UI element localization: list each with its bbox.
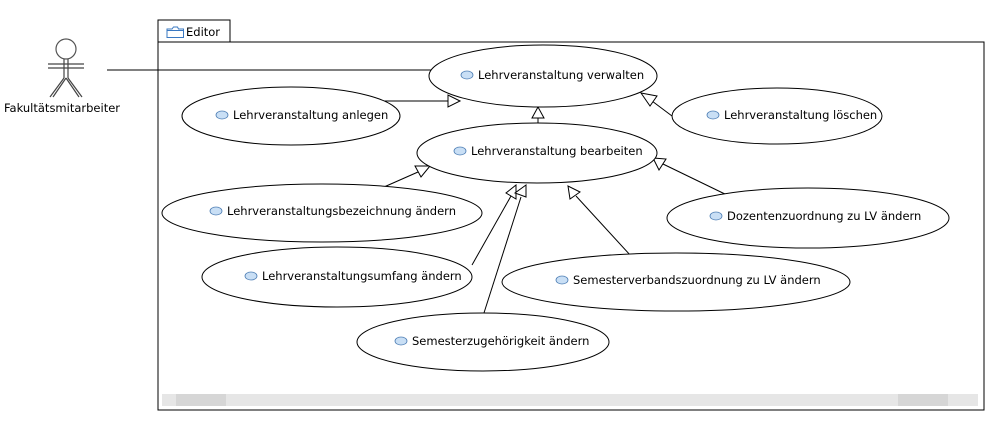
generalization-bezeichnung-bearbeiten[interactable]	[383, 165, 432, 188]
generalization-dozenten-bearbeiten[interactable]	[652, 157, 730, 197]
actor-fakultaetsmitarbeiter[interactable]: Fakultätsmitarbeiter	[4, 38, 120, 115]
use-case-bearbeiten[interactable]: Lehrveranstaltung bearbeiten	[416, 122, 658, 184]
folder-icon	[166, 26, 184, 38]
generalization-semesterzugehoerigkeit-bearbeiten[interactable]	[482, 184, 527, 317]
use-case-label: Lehrveranstaltung löschen	[724, 108, 877, 122]
use-case-label: Semesterzugehörigkeit ändern	[412, 334, 589, 348]
use-case-icon	[244, 271, 258, 281]
actor-label: Fakultätsmitarbeiter	[4, 101, 120, 115]
use-case-label: Lehrveranstaltung bearbeiten	[471, 144, 643, 158]
system-tab-label: Editor	[186, 25, 220, 39]
use-case-label: Lehrveranstaltung verwalten	[478, 68, 644, 82]
use-case-umfang[interactable]: Lehrveranstaltungsumfang ändern	[201, 246, 473, 308]
scrollbar-thumb[interactable]	[898, 394, 948, 406]
use-case-loeschen[interactable]: Lehrveranstaltung löschen	[671, 87, 883, 145]
generalization-umfang-bearbeiten[interactable]	[471, 183, 517, 266]
use-case-icon	[460, 70, 474, 80]
horizontal-scrollbar[interactable]	[162, 394, 978, 406]
use-case-label: Lehrveranstaltung anlegen	[233, 108, 388, 122]
use-case-icon	[453, 146, 467, 156]
stick-figure-icon	[48, 38, 84, 98]
use-case-label: Dozentenzuordnung zu LV ändern	[727, 209, 921, 223]
use-case-dozenten[interactable]: Dozentenzuordnung zu LV ändern	[666, 187, 950, 249]
generalization-loeschen-verwalten[interactable]	[639, 92, 673, 117]
use-case-semesterverband[interactable]: Semesterverbandszuordnung zu LV ändern	[501, 252, 851, 312]
use-case-anlegen[interactable]: Lehrveranstaltung anlegen	[181, 86, 401, 146]
scrollbar-thumb[interactable]	[176, 394, 226, 406]
use-case-icon	[706, 110, 720, 120]
use-case-verwalten[interactable]: Lehrveranstaltung verwalten	[428, 44, 658, 108]
use-case-semesterzugehoerigkeit[interactable]: Semesterzugehörigkeit ändern	[356, 312, 610, 372]
use-case-icon	[209, 206, 223, 216]
use-case-label: Semesterverbandszuordnung zu LV ändern	[573, 273, 821, 287]
system-tab[interactable]: Editor	[157, 19, 231, 43]
use-case-label: Lehrveranstaltungsumfang ändern	[262, 269, 462, 283]
use-case-icon	[555, 275, 569, 285]
use-case-bezeichnung[interactable]: Lehrveranstaltungsbezeichnung ändern	[161, 183, 483, 243]
system-boundary[interactable]	[157, 41, 985, 411]
use-case-icon	[394, 336, 408, 346]
use-case-icon	[215, 110, 229, 120]
generalization-semesterverband-bearbeiten[interactable]	[567, 185, 632, 257]
use-case-label: Lehrveranstaltungsbezeichnung ändern	[227, 204, 456, 218]
use-case-icon	[709, 211, 723, 221]
